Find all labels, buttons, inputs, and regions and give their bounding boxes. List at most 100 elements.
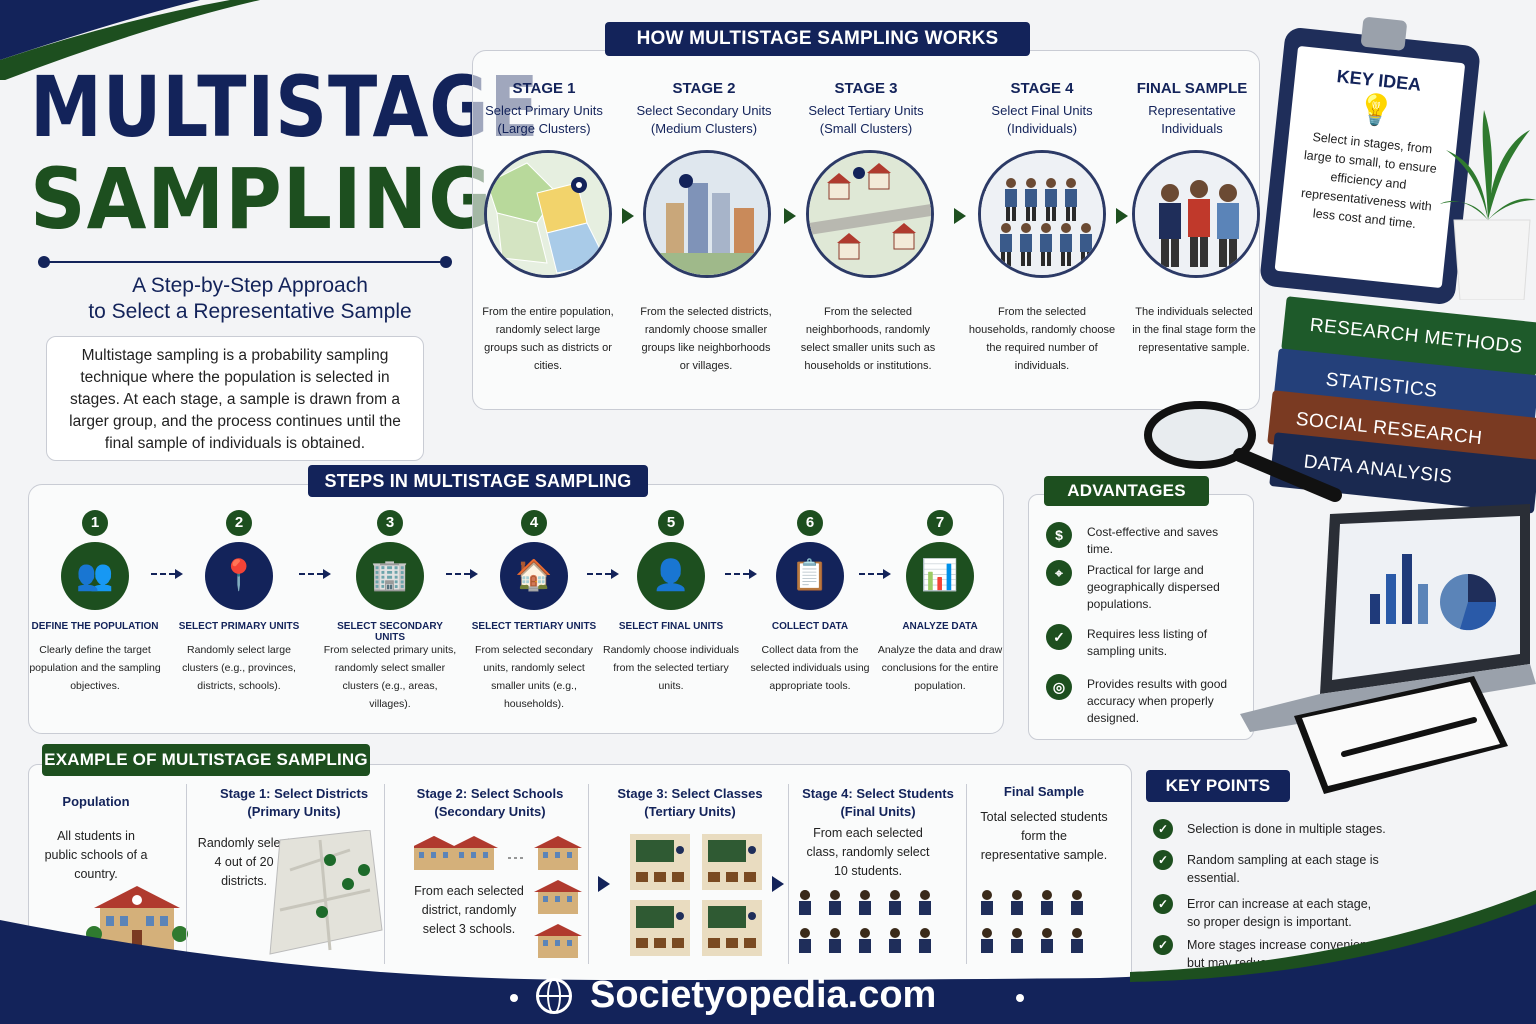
advantage-4-text: Provides results with good accuracy when… <box>1087 677 1228 725</box>
step-arrow-6 <box>859 569 891 579</box>
stage-2-title: STAGE 2 <box>672 80 736 97</box>
key-idea-text: Select in stages, from large to small, t… <box>1300 129 1438 232</box>
arrow-2 <box>784 208 796 224</box>
step-7-chart-magnifier-icon: 📊 <box>906 542 974 610</box>
divider-dot-right <box>440 256 452 268</box>
location-icon: ⌖ <box>1046 560 1072 586</box>
example-stage-1-text: Randomly select 4 out of 20 districts. <box>197 836 291 888</box>
classrooms-icon <box>630 834 762 956</box>
stage-4-title: STAGE 4 <box>1010 80 1074 97</box>
stage-1-sub2: (Large Clusters) <box>497 121 591 136</box>
stage-4-sub1: Select Final Units <box>991 103 1093 118</box>
checklist-icon: ✓ <box>1046 624 1072 650</box>
key-points-header: KEY POINTS <box>1146 770 1290 802</box>
key-point-1: Selection is done in multiple stages. <box>1187 822 1386 836</box>
advantage-3-text: Requires less listing of sampling units. <box>1087 627 1208 658</box>
stage-3-houses-icon <box>806 150 934 278</box>
example-divider-3 <box>588 784 589 964</box>
step-1-desc: Clearly define the target population and… <box>29 644 161 692</box>
title-divider <box>44 261 446 263</box>
intro-text: Multistage sampling is a probability sam… <box>69 347 401 452</box>
intro-box: Multistage sampling is a probability sam… <box>46 336 424 461</box>
checkmark-icon: ✓ <box>1153 850 1173 870</box>
step-3-buildings-icon: 🏢 <box>356 542 424 610</box>
stage-2-sub1: Select Secondary Units <box>636 103 772 118</box>
footer-site-link[interactable]: Societyopedia.com <box>590 974 937 1016</box>
footer-wave <box>0 890 1536 1024</box>
arrow-1 <box>622 208 634 224</box>
subtitle-line1: A Step-by-Step Approach <box>132 274 368 297</box>
stage-1-map-icon <box>484 150 612 278</box>
step-3-desc: From selected primary units, randomly se… <box>323 644 457 710</box>
step-4-house-icon: 🏠 <box>500 542 568 610</box>
page-title-line1: MULTISTAGE <box>30 58 540 156</box>
step-arrow-2 <box>298 569 331 579</box>
step-6-number: 6 <box>797 510 823 536</box>
divider-dot-left <box>38 256 50 268</box>
page-title-line2: SAMPLING <box>30 150 493 248</box>
stage-3-sub2: (Small Clusters) <box>819 121 913 136</box>
example-header: EXAMPLE OF MULTISTAGE SAMPLING <box>42 744 370 776</box>
example-divider-5 <box>966 784 967 964</box>
step-2-number: 2 <box>226 510 252 536</box>
stage-4-sub2: (Individuals) <box>1006 121 1078 136</box>
step-5-desc: Randomly choose individuals from the sel… <box>603 644 739 692</box>
step-4-desc: From selected secondary units, randomly … <box>475 644 593 710</box>
step-5-person-icon: 👤 <box>637 542 705 610</box>
stage-2-desc: From the selected districts, randomly ch… <box>640 306 772 372</box>
example-stage-2-title: Stage 2: Select Schools <box>416 786 564 801</box>
step-6-title: COLLECT DATA <box>771 621 849 632</box>
step-3-title: SELECT SECONDARY UNITS <box>337 621 443 643</box>
students-group-icon <box>799 890 931 953</box>
stage-1-desc: From the entire population, randomly sel… <box>482 306 614 372</box>
stage-3-sub1: Select Tertiary Units <box>808 103 924 118</box>
step-2-desc: Randomly select large clusters (e.g., pr… <box>182 644 296 692</box>
key-point-3: Error can increase at each stage, so pro… <box>1187 897 1372 929</box>
clipboard-clip-icon <box>1360 16 1408 51</box>
clipboard-paper: KEY IDEA 💡 Select in stages, from large … <box>1274 45 1466 289</box>
example-stage-4-title: Stage 4: Select Students <box>802 786 954 801</box>
checkmark-icon: ✓ <box>1153 935 1173 955</box>
example-stage-2-text: From each selected district, randomly se… <box>414 884 524 936</box>
plant-icon <box>1440 110 1536 300</box>
final-sample-sub1: Representative <box>1148 103 1236 118</box>
example-stage-1-sub: (Primary Units) <box>247 804 341 819</box>
stage-1-title: STAGE 1 <box>512 80 576 97</box>
final-sample-people-icon <box>1132 150 1260 278</box>
step-arrow-4 <box>586 569 619 579</box>
step-7-desc: Analyze the data and draw conclusions fo… <box>877 644 1003 692</box>
step-2-map-pin-icon: 📍 <box>205 542 273 610</box>
example-divider-2 <box>384 784 385 964</box>
example-stage-3-sub: (Tertiary Units) <box>644 804 736 819</box>
advantages-header: ADVANTAGES <box>1044 476 1209 506</box>
step-5-number: 5 <box>658 510 684 536</box>
step-6-desc: Collect data from the selected individua… <box>750 644 870 692</box>
district-map-icon <box>269 830 383 955</box>
stage-4-individuals-icon <box>978 150 1106 278</box>
notebook-icon <box>1294 676 1508 794</box>
advantage-2-text: Practical for large and geographically d… <box>1087 563 1220 611</box>
stage-3-desc: From the selected neighborhoods, randoml… <box>800 306 936 372</box>
stage-2-city-icon <box>643 150 771 278</box>
step-1-title: DEFINE THE POPULATION <box>31 621 159 632</box>
example-stage-1-title: Stage 1: Select Districts <box>219 786 369 801</box>
magnifier-icon <box>1144 401 1342 502</box>
example-population-text: All students in public schools of a coun… <box>44 829 148 881</box>
step-7-title: ANALYZE DATA <box>902 621 978 632</box>
footer-dot-left <box>510 994 518 1002</box>
stage-3-title: STAGE 3 <box>834 80 898 97</box>
advantage-1-text: Cost-effective and saves time. <box>1087 525 1219 556</box>
step-arrow-5 <box>724 569 757 579</box>
final-sample-title: FINAL SAMPLE <box>1136 80 1248 97</box>
key-point-2: Random sampling at each stage is essenti… <box>1187 853 1379 885</box>
stage-2-sub2: (Medium Clusters) <box>650 121 758 136</box>
arrow-4 <box>1116 208 1128 224</box>
checkmark-icon: ✓ <box>1153 819 1173 839</box>
step-5-title: SELECT FINAL UNITS <box>618 621 724 632</box>
final-sample-sub2: Individuals <box>1161 121 1223 136</box>
checkmark-icon: ✓ <box>1153 894 1173 914</box>
example-arrow-1 <box>598 876 610 892</box>
subtitle-line2: to Select a Representative Sample <box>88 300 412 323</box>
money-bag-icon: $ <box>1046 522 1072 548</box>
steps-panel <box>28 484 1004 734</box>
